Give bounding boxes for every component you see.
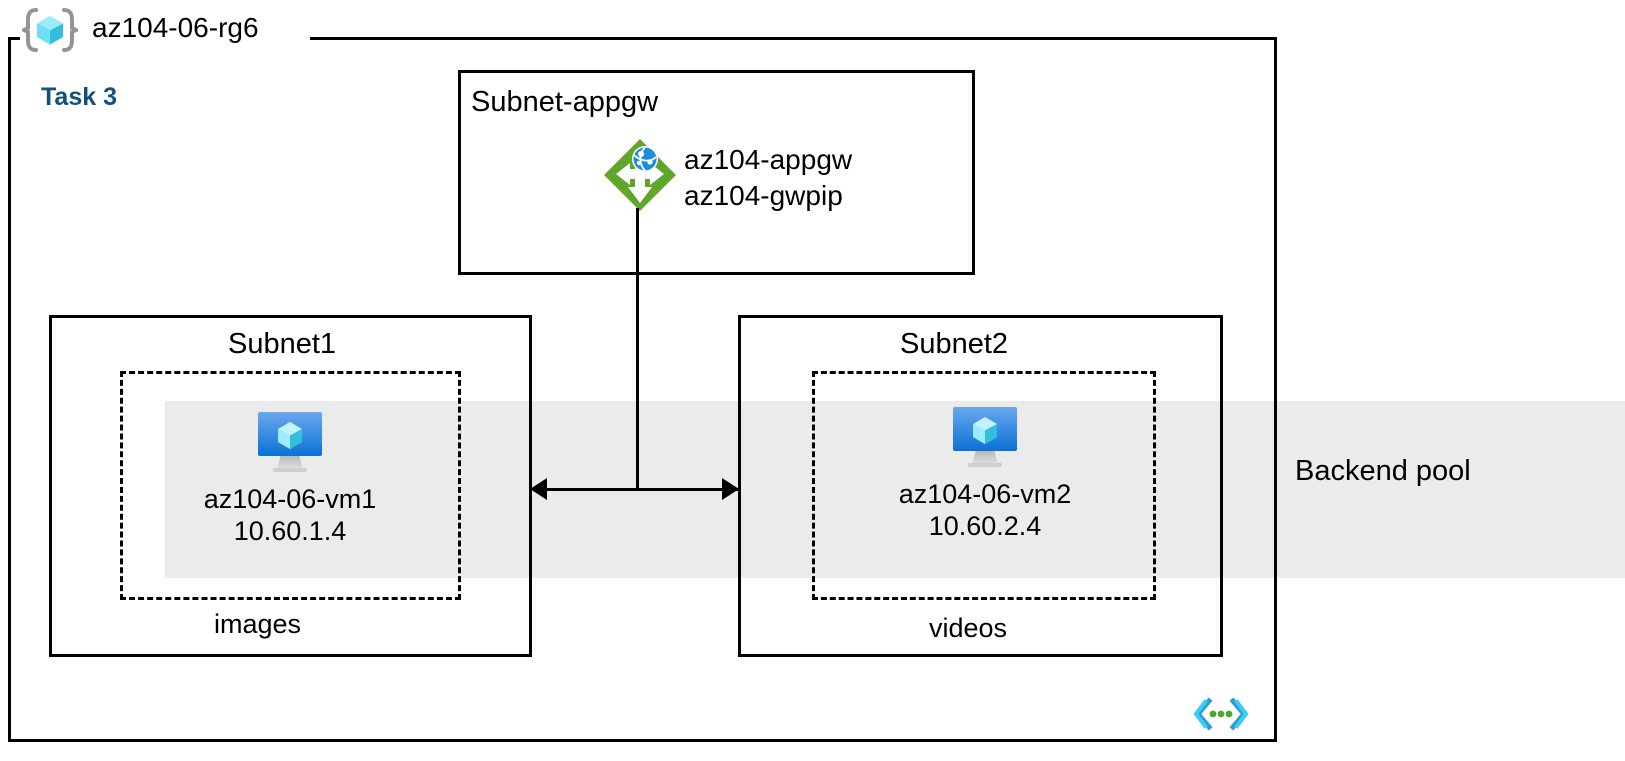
arrow-head-left-icon: [530, 478, 547, 500]
subnet2-group-caption: videos: [929, 613, 1008, 643]
gwpip-name: az104-gwpip: [684, 179, 843, 211]
code-brackets-icon: [1193, 697, 1249, 731]
arrow-head-right-icon: [722, 478, 739, 500]
subnet1-vm-group: [120, 371, 461, 600]
subnet1-group-caption: images: [214, 609, 302, 639]
connector-appgw-vertical: [636, 208, 639, 490]
vm2-name: az104-06-vm2: [898, 479, 1072, 509]
vm-block-az104-06-vm1: az104-06-vm1 10.60.1.4: [185, 408, 395, 548]
azure-application-gateway-icon: [600, 135, 680, 215]
subnet-appgw-title: Subnet-appgw: [471, 86, 659, 118]
subnet1-box: [49, 315, 532, 657]
azure-virtual-machine-icon: [251, 408, 329, 476]
vm1-ip: 10.60.1.4: [233, 515, 347, 546]
backend-pool-label: Backend pool: [1295, 455, 1471, 487]
azure-resource-group-icon: [19, 6, 81, 54]
azure-virtual-machine-icon: [946, 403, 1024, 471]
appgw-resource-labels: az104-appgw az104-gwpip: [684, 142, 852, 214]
resource-group-name: az104-06-rg6: [86, 12, 265, 44]
subnet-appgw-box: [458, 70, 975, 275]
connector-backend-horizontal: [533, 488, 739, 491]
vm1-name: az104-06-vm1: [203, 484, 377, 514]
appgw-name: az104-appgw: [684, 144, 853, 175]
subnet2-vm-group: [812, 371, 1156, 600]
backend-pool-band: [165, 401, 1625, 578]
subnet1-title: Subnet1: [228, 328, 337, 360]
subnet2-title: Subnet2: [900, 328, 1009, 360]
vm-block-az104-06-vm2: az104-06-vm2 10.60.2.4: [880, 403, 1090, 543]
subnet2-box: [738, 315, 1223, 657]
task-label: Task 3: [41, 83, 117, 111]
resource-group-frame: [8, 37, 1277, 742]
vm2-ip: 10.60.2.4: [928, 510, 1042, 541]
